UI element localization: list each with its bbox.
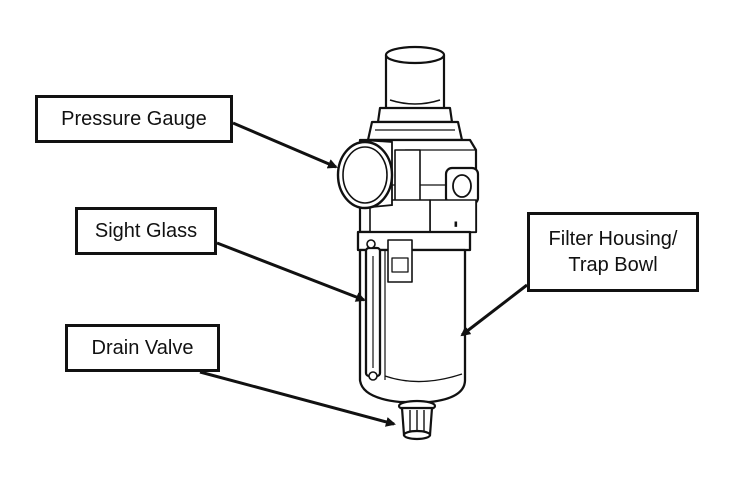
filter-housing-label: Filter Housing/ Trap Bowl: [527, 212, 699, 292]
svg-text:▮: ▮: [454, 220, 458, 228]
pressure-gauge-label: Pressure Gauge: [35, 95, 233, 143]
sight-glass-text: Sight Glass: [94, 220, 198, 242]
arrow-pressure-gauge: [232, 121, 338, 169]
sight-glass-label: Sight Glass: [75, 207, 217, 255]
filter-bowl-illustration: [356, 230, 472, 404]
filter-housing-text-line1: Filter Housing/: [548, 228, 678, 250]
arrow-sight-glass: [216, 241, 366, 302]
pressure-gauge-illustration: [336, 139, 394, 210]
arrow-drain-valve: [199, 370, 396, 427]
pressure-gauge-text: Pressure Gauge: [61, 108, 207, 130]
drain-valve-label: Drain Valve: [65, 324, 220, 372]
drain-valve-illustration: [397, 399, 437, 441]
filter-housing-text-line2: Trap Bowl: [568, 254, 658, 276]
leader-arrows: [199, 121, 528, 427]
arrow-filter-housing: [460, 283, 528, 337]
drain-valve-text: Drain Valve: [91, 337, 194, 359]
